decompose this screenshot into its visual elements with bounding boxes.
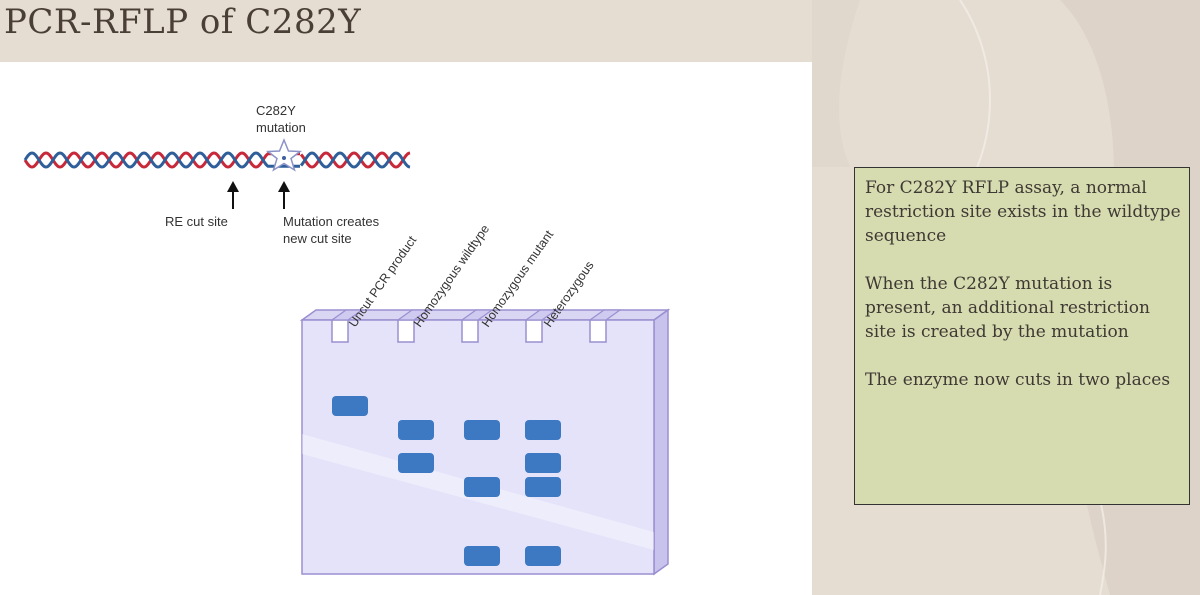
gel-band bbox=[398, 420, 434, 440]
gel-bands bbox=[332, 396, 561, 566]
gel-band bbox=[525, 546, 561, 566]
gel-band bbox=[464, 546, 500, 566]
note-paragraph-2: When the C282Y mutation is present, an a… bbox=[865, 274, 1150, 342]
dna-strand-blue bbox=[23, 151, 411, 169]
gel-wells bbox=[330, 309, 622, 321]
new-cut-label-line1: Mutation creates bbox=[283, 214, 380, 229]
gel-band bbox=[332, 396, 368, 416]
mutation-label-line1: C282Y bbox=[256, 103, 296, 118]
mutation-star-icon bbox=[265, 138, 303, 172]
agarose-gel bbox=[299, 308, 671, 576]
gel-front-face bbox=[301, 319, 655, 575]
gel-band bbox=[525, 453, 561, 473]
mutation-dot bbox=[282, 156, 286, 160]
gel-band bbox=[525, 420, 561, 440]
re-cut-arrow-icon bbox=[227, 181, 239, 209]
explanation-note: For C282Y RFLP assay, a normal restricti… bbox=[854, 167, 1190, 505]
gel-band bbox=[398, 453, 434, 473]
new-cut-arrow-icon bbox=[278, 181, 290, 209]
gel-side-face bbox=[653, 308, 669, 576]
gel-band bbox=[525, 477, 561, 497]
re-cut-site-label: RE cut site bbox=[165, 214, 228, 229]
dna-helix bbox=[23, 151, 411, 169]
gel-band bbox=[464, 477, 500, 497]
note-paragraph-3: The enzyme now cuts in two places bbox=[865, 370, 1171, 390]
new-cut-label-line2: new cut site bbox=[283, 231, 352, 246]
slide-title: PCR-RFLP of C282Y bbox=[4, 2, 362, 42]
mutation-label-line2: mutation bbox=[256, 120, 306, 135]
figure-panel: C282Y mutation RE cut site Mutation crea… bbox=[0, 62, 812, 595]
rflp-diagram: C282Y mutation RE cut site Mutation crea… bbox=[23, 103, 671, 576]
gel-band bbox=[464, 420, 500, 440]
note-paragraph-1: For C282Y RFLP assay, a normal restricti… bbox=[865, 178, 1181, 246]
